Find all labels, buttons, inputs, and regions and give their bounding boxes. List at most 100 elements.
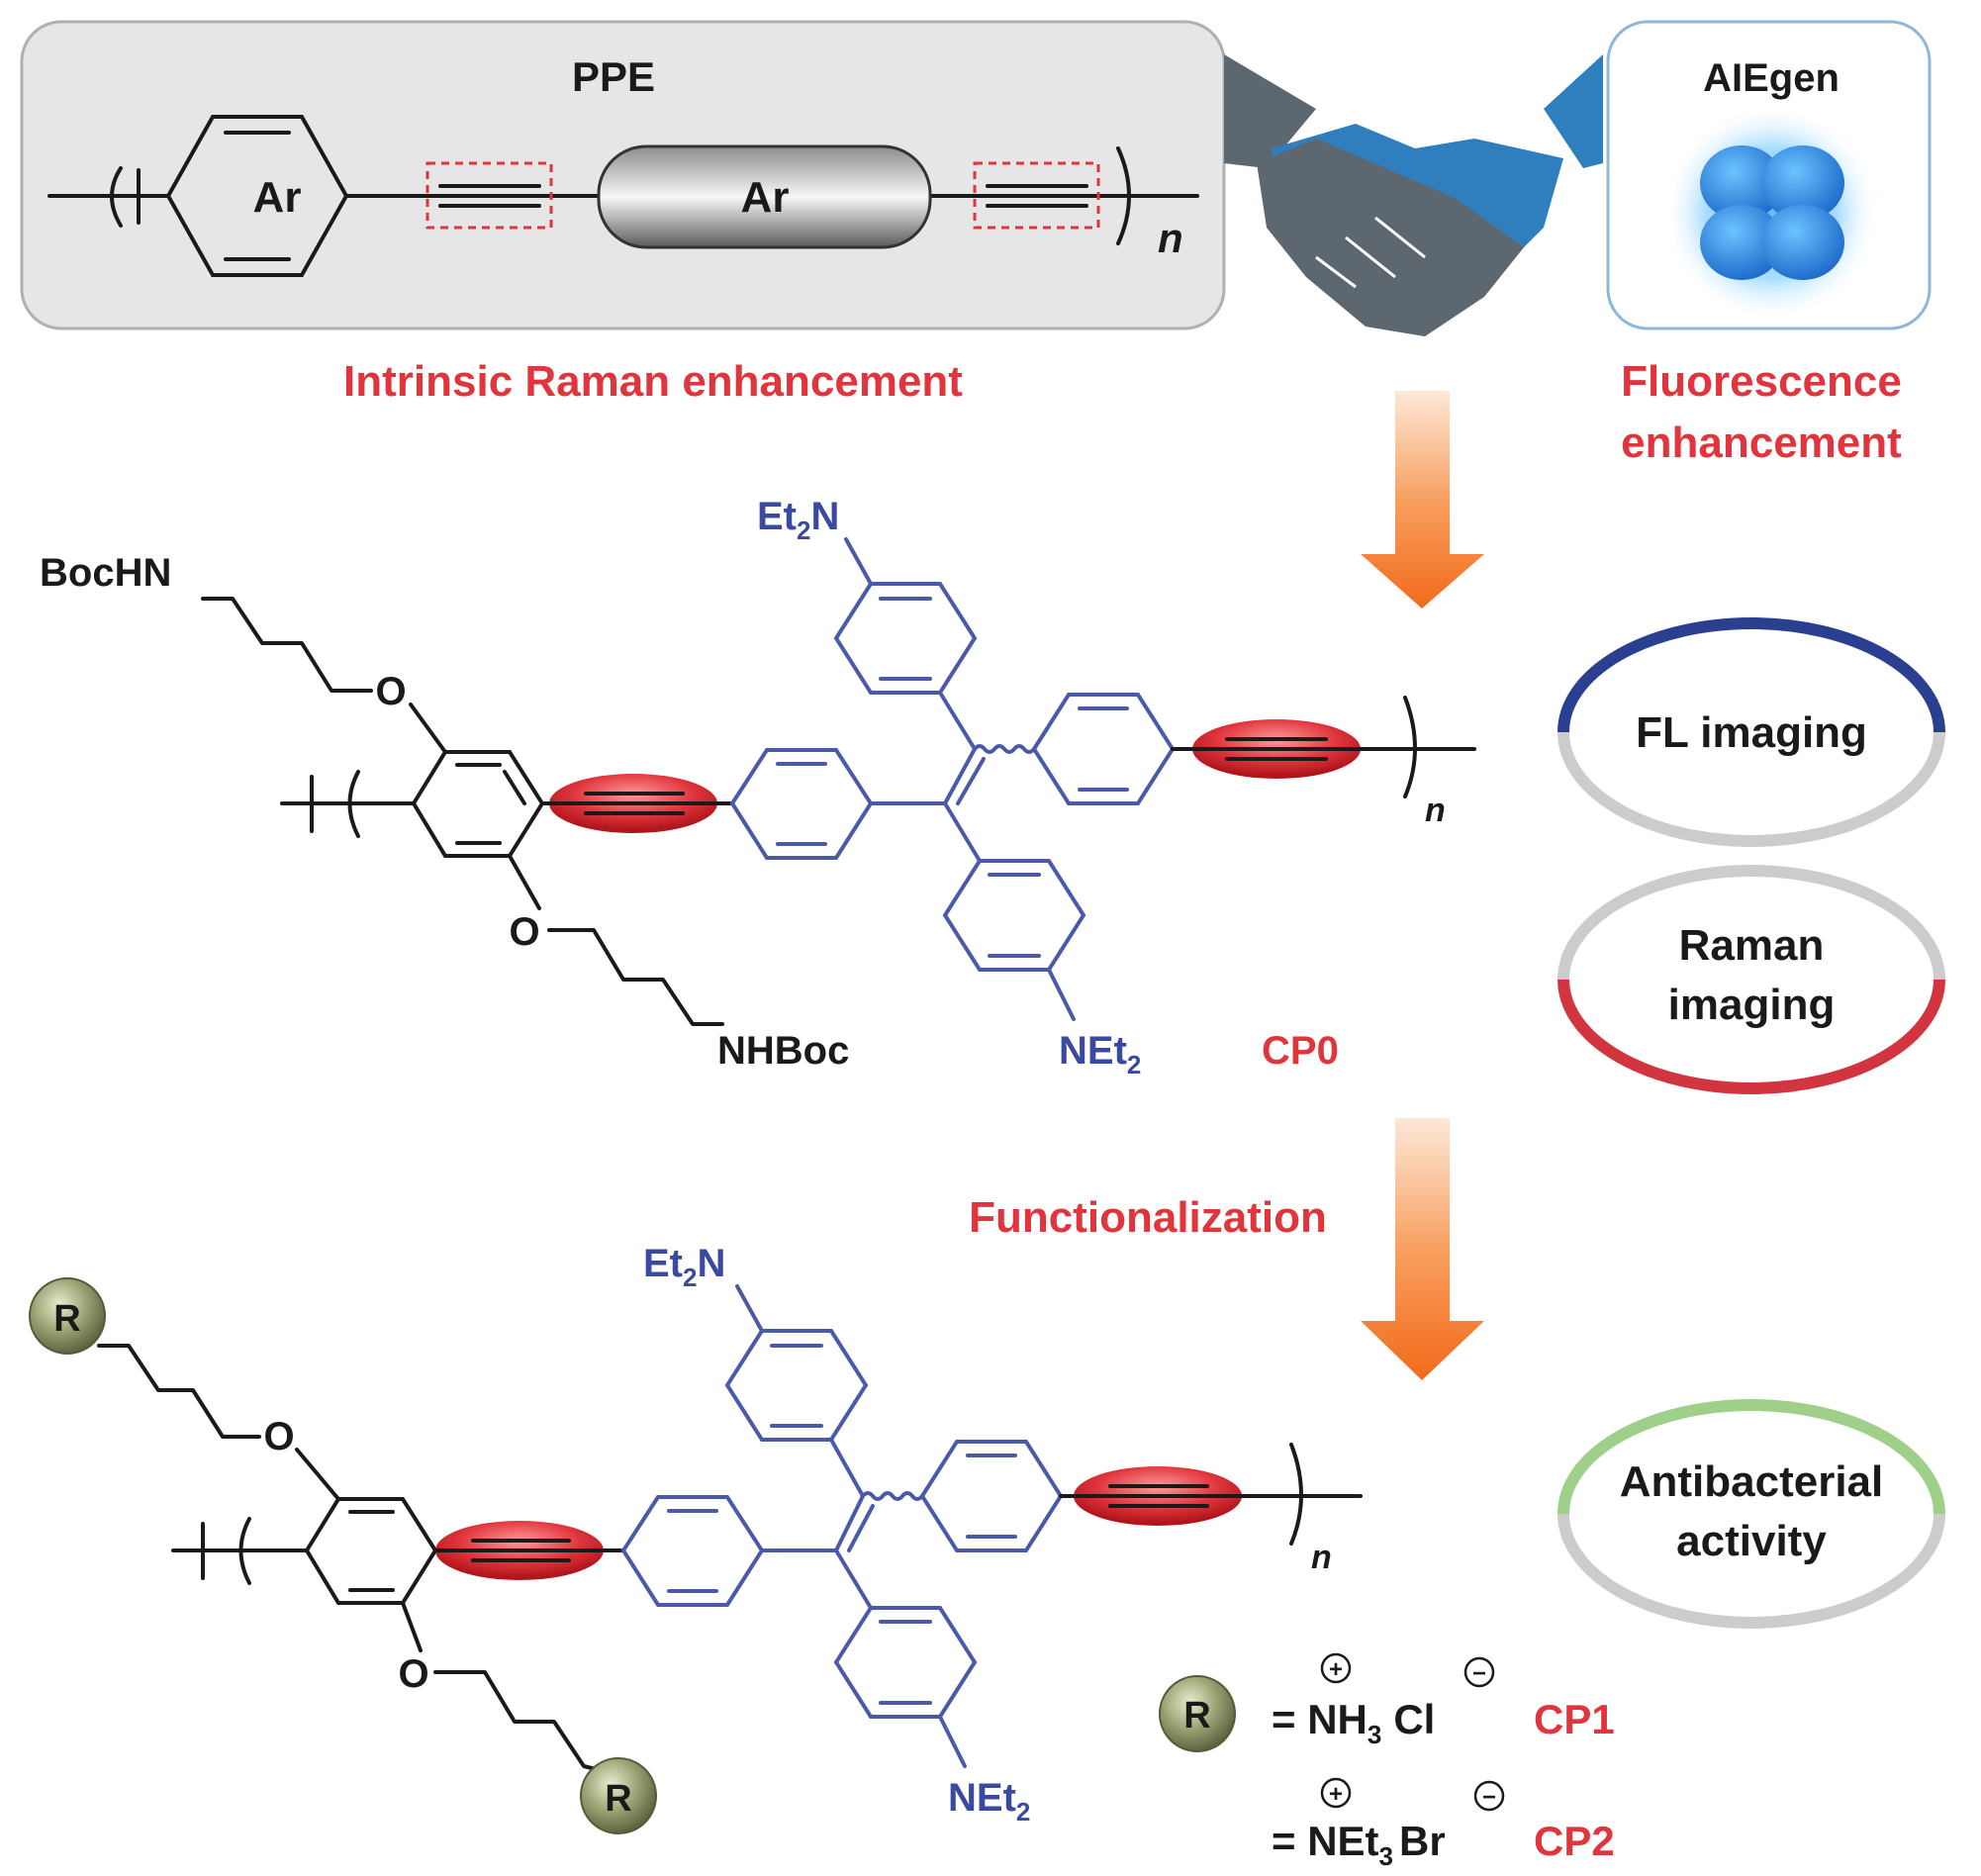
cp0-tpe-ring-left — [729, 748, 874, 860]
cp0-tpe-alkene — [943, 747, 977, 805]
cp0-tpe-alkene — [956, 757, 986, 805]
ppe-right-paren — [1116, 146, 1131, 245]
aiegen-glow — [1662, 104, 1880, 322]
cp0-top-propyl-chain — [201, 597, 373, 693]
cp2-plus-sign: + — [1329, 1781, 1343, 1808]
cp0-amine-top: Et2N — [757, 495, 839, 545]
cp0-bottom-ether-bond — [508, 854, 541, 910]
cpf-oxygen-top: O — [263, 1415, 294, 1458]
cpf-amine-top-n: N — [697, 1242, 725, 1285]
cp0-label: CP0 — [1262, 1029, 1339, 1073]
cp0-amine-top-et: Et — [757, 495, 797, 538]
down-arrow-1 — [1361, 391, 1484, 609]
cp2-formula-sub: 3 — [1379, 1841, 1393, 1871]
cp1-formula-main: = NH — [1272, 1696, 1368, 1742]
cp2-formula-main: = NEt — [1272, 1818, 1379, 1864]
cpf-bottom-propyl-chain — [433, 1670, 606, 1773]
aiegen-panel: AIEgen — [1606, 20, 1932, 330]
cp0-amine-bond-top — [844, 537, 873, 586]
cp0-amine-bottom: NEt2 — [1059, 1029, 1141, 1079]
ppe-alkyne-highlight-2 — [973, 161, 1100, 230]
cp0-amine-top-n: N — [810, 495, 839, 538]
ppe-aryl-capsule — [597, 144, 932, 249]
cp0-amine-bond-bottom — [1047, 968, 1076, 1021]
cpf-tpe-ring-right — [919, 1440, 1064, 1552]
ppe-panel: PPE Ar Ar n — [20, 20, 1226, 330]
cp0-tpe-link — [938, 691, 977, 751]
cpf-r-group-top — [29, 1277, 106, 1355]
cp1-label: CP1 — [1534, 1696, 1615, 1742]
cp-functional-structure: O R O R Et2N — [29, 1242, 1363, 1834]
cp0-tpe-ring-bottom — [942, 859, 1086, 972]
cp0-tpe-link — [943, 801, 982, 863]
cpf-amine-bond-bottom — [938, 1715, 967, 1768]
cp0-right-paren — [1403, 696, 1417, 798]
cpf-left-paren — [238, 1517, 251, 1585]
cp0-bottom-propyl-chain — [547, 928, 724, 1026]
cpf-tpe-alkene — [847, 1504, 875, 1552]
cpf-tpe-ring-bottom — [833, 1606, 978, 1719]
fl-imaging-arc-top — [1557, 617, 1945, 733]
aiegen-caption-line1: Fluorescence — [1621, 357, 1902, 406]
legend-r-label: R — [1183, 1695, 1210, 1736]
ppe-left-paren — [110, 166, 123, 228]
raman-imaging-arc-top — [1557, 865, 1945, 981]
cp1-plus-sign: + — [1329, 1656, 1343, 1683]
cp0-left-paren — [347, 770, 360, 838]
cp1-formula-sub: 3 — [1368, 1720, 1381, 1749]
cpf-amine-top: Et2N — [643, 1242, 725, 1292]
cpf-bottom-ether-bond — [401, 1601, 423, 1652]
ppe-aryl-label-2: Ar — [741, 173, 790, 222]
handshake-icon — [1224, 54, 1603, 336]
ppe-caption: Intrinsic Raman enhancement — [343, 357, 963, 406]
cp0-structure: O BocHN O NHBoc Et2N — [40, 495, 1476, 1079]
aiegen-caption-line2: enhancement — [1621, 419, 1902, 467]
aiegen-title: AIEgen — [1703, 56, 1840, 100]
ppe-aryl-label-1: Ar — [253, 173, 302, 222]
cpf-repeat-index: n — [1311, 1539, 1332, 1576]
aiegen-molecule-icon — [1700, 145, 1844, 280]
cp0-repeat-index: n — [1425, 792, 1446, 829]
ppe-repeat-index: n — [1158, 215, 1183, 261]
cp1-minus-charge — [1463, 1656, 1495, 1688]
cpf-tpe-link — [834, 1548, 873, 1610]
fl-imaging-label: FL imaging — [1636, 708, 1867, 757]
cp0-amine-top-sub: 2 — [797, 516, 810, 545]
cpf-amine-bond-top — [735, 1284, 764, 1333]
ppe-alkyne-highlight-1 — [425, 161, 553, 230]
antibacterial-line1: Antibacterial — [1620, 1457, 1884, 1506]
fl-imaging-arc-bottom — [1557, 731, 1945, 847]
cpf-dialkoxy-ring — [304, 1497, 438, 1605]
cp1-plus-charge — [1320, 1652, 1352, 1684]
fl-imaging-badge: FL imaging — [1557, 617, 1945, 847]
cp0-bottom-substituent: NHBoc — [717, 1029, 849, 1073]
cpf-tpe-wavy-bond — [861, 1491, 924, 1501]
antibacterial-badge: Antibacterial activity — [1557, 1399, 1945, 1629]
cpf-r-label-bottom: R — [605, 1778, 631, 1820]
antibacterial-arc-bottom — [1557, 1513, 1945, 1629]
cpf-oxygen-bottom: O — [398, 1652, 428, 1696]
cp1-counterion: Cl — [1393, 1696, 1435, 1742]
cp0-top-substituent: BocHN — [40, 551, 171, 595]
cp2-counterion: Br — [1399, 1818, 1446, 1864]
cp1-formula: = NH3 Cl — [1272, 1696, 1435, 1749]
cpf-amine-top-sub: 2 — [683, 1263, 697, 1292]
cp0-top-ether-bond — [409, 703, 447, 754]
ppe-aryl-ring — [165, 115, 349, 277]
raman-imaging-arc-bottom — [1557, 979, 1945, 1094]
cp0-tpe-ring-right — [1031, 693, 1176, 805]
cpf-amine-bottom: NEt2 — [948, 1776, 1030, 1827]
cp0-tpe-wavy-bond — [973, 744, 1036, 754]
cpf-amine-top-et: Et — [643, 1242, 683, 1285]
functionalization-label: Functionalization — [969, 1193, 1327, 1242]
cpf-r-group-bottom — [580, 1757, 657, 1834]
cpf-amine-bottom-sub: 2 — [1016, 1797, 1030, 1827]
antibacterial-arc-top — [1557, 1399, 1945, 1515]
cp0-amine-bottom-net: NEt — [1059, 1029, 1127, 1073]
cpf-r-label-top: R — [53, 1298, 80, 1340]
cp0-oxygen-top: O — [375, 670, 406, 713]
cpf-tpe-ring-left — [620, 1495, 765, 1607]
cpf-tpe-link — [829, 1438, 865, 1498]
